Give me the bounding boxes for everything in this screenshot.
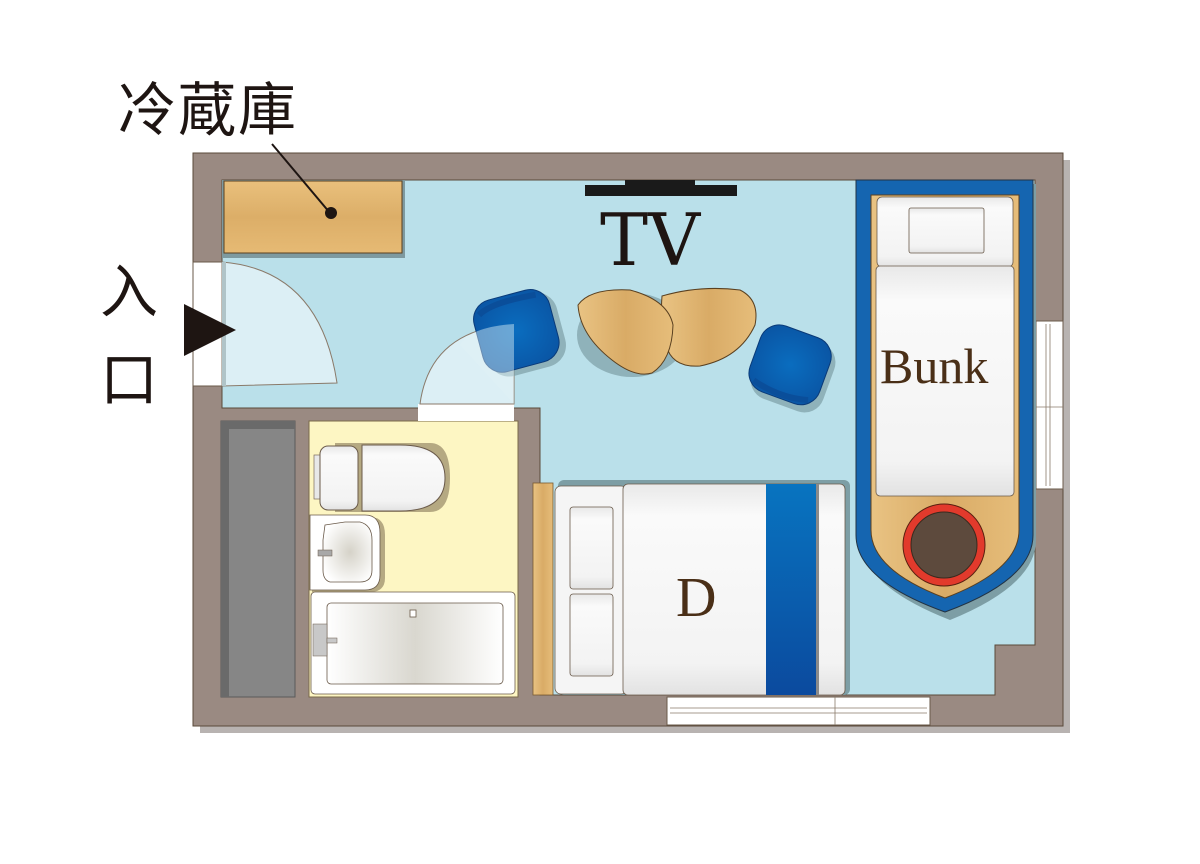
bathtub-drain bbox=[409, 609, 417, 618]
tv-label: TV bbox=[600, 198, 701, 282]
double-bed-stripe-edge bbox=[816, 484, 819, 695]
bunk-sheet bbox=[875, 265, 1015, 497]
tv-stand bbox=[625, 180, 695, 188]
double-bed-stripe bbox=[766, 484, 816, 695]
chair-left bbox=[473, 289, 566, 377]
sink-faucet bbox=[317, 549, 333, 557]
fridge-label: 冷蔵庫 bbox=[118, 76, 299, 144]
entrance-label-line2: 口 bbox=[100, 346, 159, 414]
bunk-bed-label: Bunk bbox=[880, 338, 989, 394]
pillow-2 bbox=[569, 593, 614, 677]
double-bed-label: D bbox=[676, 567, 717, 629]
closet-shadow-left bbox=[221, 421, 229, 697]
bathtub-spout bbox=[326, 637, 338, 644]
bathroom-door-overlay bbox=[460, 324, 514, 404]
bunk-ring-center bbox=[910, 511, 978, 579]
bathroom-door-opening bbox=[418, 404, 514, 421]
bunk-pillow bbox=[908, 207, 985, 254]
toilet-tank-edge bbox=[313, 454, 321, 500]
right-window bbox=[1035, 320, 1064, 490]
entrance-label-line1: 入 bbox=[100, 258, 159, 326]
chair-right bbox=[748, 324, 836, 413]
tv bbox=[585, 185, 737, 196]
pillow-1 bbox=[569, 506, 614, 590]
bathtub-faucet bbox=[312, 623, 328, 657]
entrance-arrow-icon bbox=[184, 304, 236, 356]
table-left bbox=[577, 289, 674, 375]
fridge-leader-dot bbox=[325, 207, 337, 219]
sink-basin bbox=[322, 521, 373, 583]
desk bbox=[532, 482, 554, 696]
bottom-window bbox=[666, 696, 931, 726]
closet bbox=[220, 420, 296, 698]
fridge-leader-line bbox=[271, 143, 331, 214]
entrance-door-swing bbox=[221, 261, 338, 387]
toilet-tank bbox=[319, 445, 359, 511]
toilet-bowl bbox=[361, 444, 446, 512]
closet-shadow bbox=[221, 421, 295, 429]
